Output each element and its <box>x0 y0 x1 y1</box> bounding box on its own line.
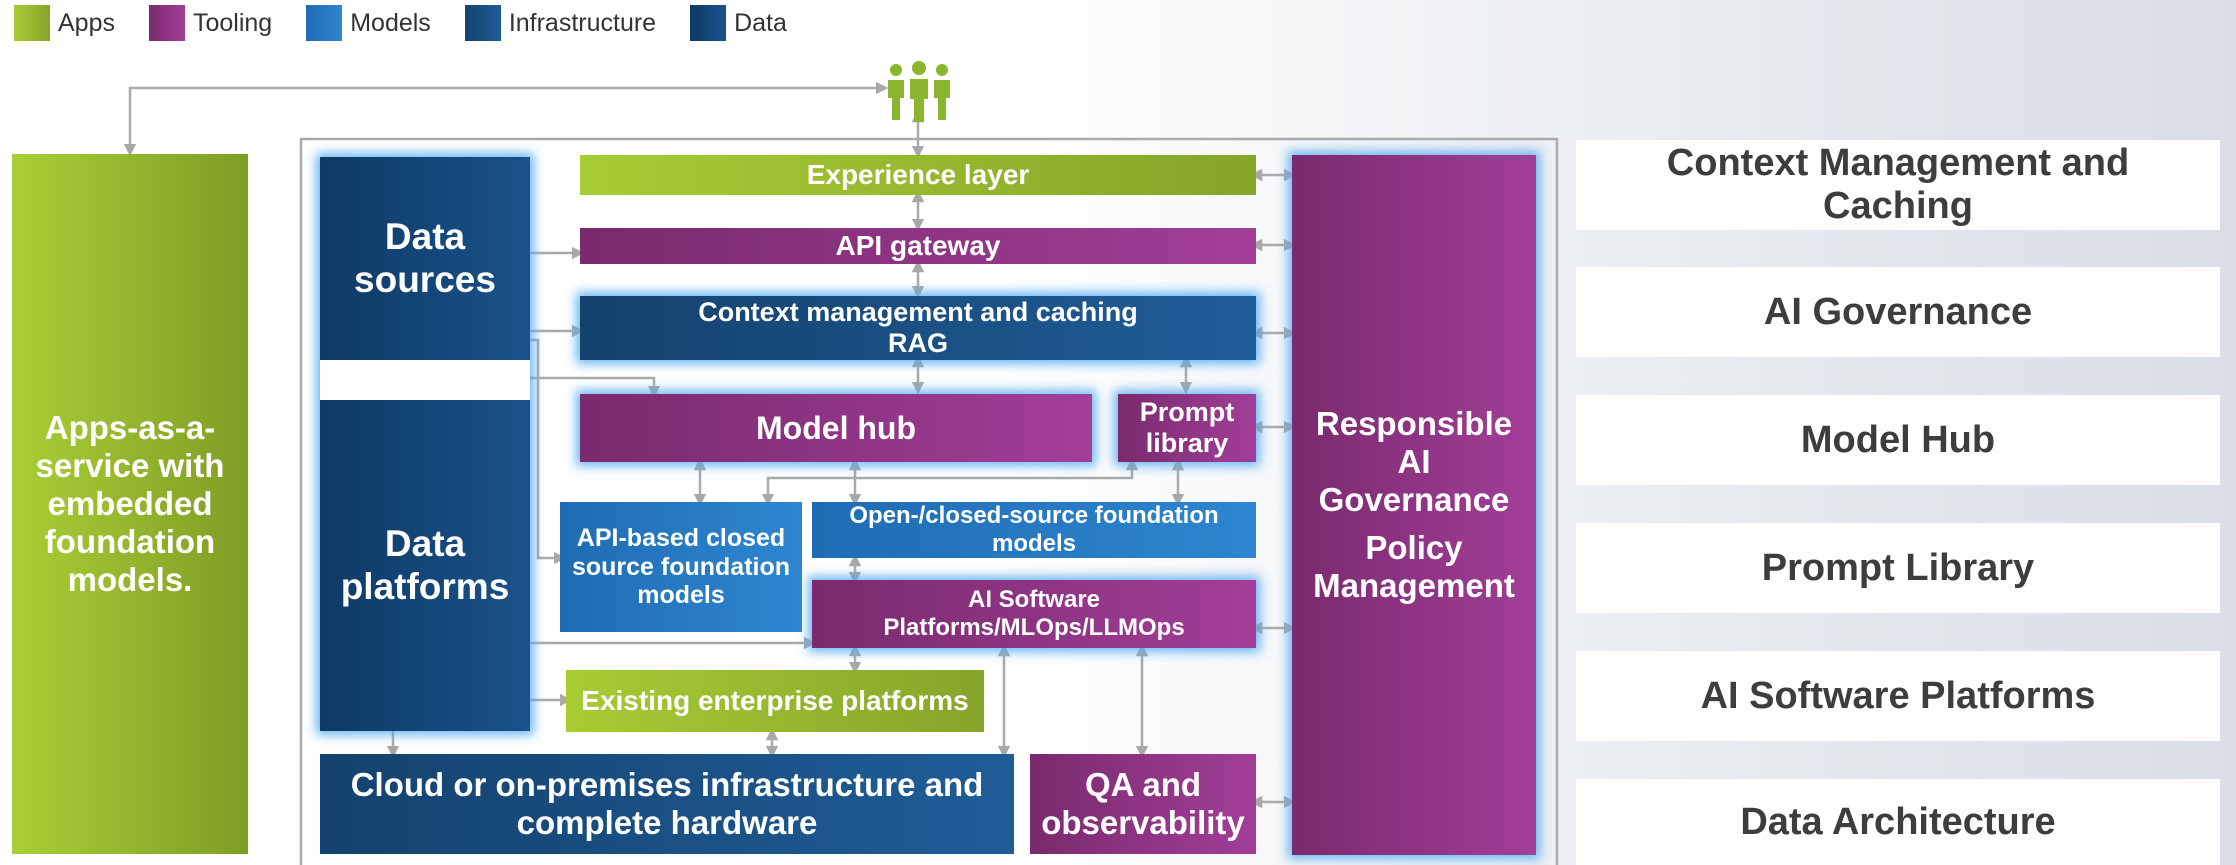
right-item-label: AI Software Platforms <box>1700 674 2096 717</box>
right-item-label: Context Management and Caching <box>1666 142 2130 227</box>
qa-observability-box: QA and observability <box>1030 754 1256 854</box>
users-group-icon <box>884 60 954 122</box>
right-item-ai-governance: AI Governance <box>1576 267 2220 357</box>
policy-management-label: Policy Management <box>1313 528 1515 604</box>
legend-item-tooling: Tooling <box>148 5 273 41</box>
legend-item-data: Data <box>690 5 787 41</box>
data-platforms-label: Data platforms <box>340 522 510 607</box>
api-gateway-box: API gateway <box>580 228 1256 264</box>
apps-panel-label: Apps-as-a-service with embedded foundati… <box>35 409 225 598</box>
ai-software-platforms-box: AI Software Platforms/MLOps/LLMOps <box>812 580 1256 648</box>
qa-observability-label: QA and observability <box>1041 766 1245 841</box>
open-closed-models-label: Open-/closed-source foundation models <box>849 502 1219 557</box>
right-item-label: Model Hub <box>1800 418 1996 461</box>
existing-enterprise-platforms-box: Existing enterprise platforms <box>566 670 984 732</box>
governance-label: Responsible AI Governance <box>1315 405 1513 519</box>
data-platforms-box: Data platforms <box>320 400 530 731</box>
legend-swatch-apps <box>14 5 50 41</box>
legend: Apps Tooling Models Infrastructure Data <box>14 5 821 41</box>
legend-label: Infrastructure <box>508 8 657 37</box>
existing-enterprise-label: Existing enterprise platforms <box>581 684 969 716</box>
api-based-models-box: API-based closed source foundation model… <box>560 502 802 632</box>
open-closed-models-box: Open-/closed-source foundation models <box>812 502 1256 558</box>
api-gateway-label: API gateway <box>835 229 1001 261</box>
context-management-box: Context management and caching RAG <box>580 296 1256 360</box>
model-hub-box: Model hub <box>580 394 1092 462</box>
governance-box: Responsible AI Governance Policy Managem… <box>1292 155 1536 855</box>
experience-layer-label: Experience layer <box>806 158 1030 190</box>
apps-as-a-service-panel: Apps-as-a-service with embedded foundati… <box>12 154 248 854</box>
legend-label: Tooling <box>192 8 273 37</box>
experience-layer-box: Experience layer <box>580 155 1256 195</box>
legend-item-apps: Apps <box>14 5 115 41</box>
legend-item-models: Models <box>306 5 431 41</box>
context-management-label: Context management and caching <box>698 296 1138 327</box>
legend-label: Apps <box>58 8 115 37</box>
mlops-label: Platforms/MLOps/LLMOps <box>883 614 1185 641</box>
right-item-ai-software-platforms: AI Software Platforms <box>1576 651 2220 741</box>
legend-swatch-tooling <box>148 5 185 41</box>
prompt-library-label: Prompt library <box>1139 396 1235 458</box>
right-item-label: Prompt Library <box>1761 546 2035 589</box>
right-item-context-management: Context Management and Caching <box>1576 140 2220 230</box>
data-sources-box: Data sources <box>320 157 530 360</box>
cloud-infrastructure-label: Cloud or on-premises infrastructure and … <box>350 766 984 841</box>
right-item-model-hub: Model Hub <box>1576 395 2220 485</box>
data-sources-label: Data sources <box>354 215 496 300</box>
right-item-data-architecture: Data Architecture <box>1576 779 2220 865</box>
right-item-label: AI Governance <box>1763 290 2033 333</box>
model-hub-label: Model hub <box>756 409 916 446</box>
api-based-models-label: API-based closed source foundation model… <box>571 523 791 610</box>
prompt-library-box: Prompt library <box>1118 394 1256 462</box>
legend-swatch-data <box>690 5 727 41</box>
legend-item-infrastructure: Infrastructure <box>464 5 657 41</box>
legend-label: Data <box>734 8 787 37</box>
ai-software-label: AI Software <box>967 586 1101 614</box>
legend-label: Models <box>350 8 431 37</box>
right-item-label: Data Architecture <box>1740 800 2056 843</box>
rag-label: RAG <box>888 328 948 358</box>
legend-swatch-models <box>306 5 343 41</box>
cloud-infrastructure-box: Cloud or on-premises infrastructure and … <box>320 754 1014 854</box>
legend-swatch-infrastructure <box>464 5 501 41</box>
right-item-prompt-library: Prompt Library <box>1576 523 2220 613</box>
